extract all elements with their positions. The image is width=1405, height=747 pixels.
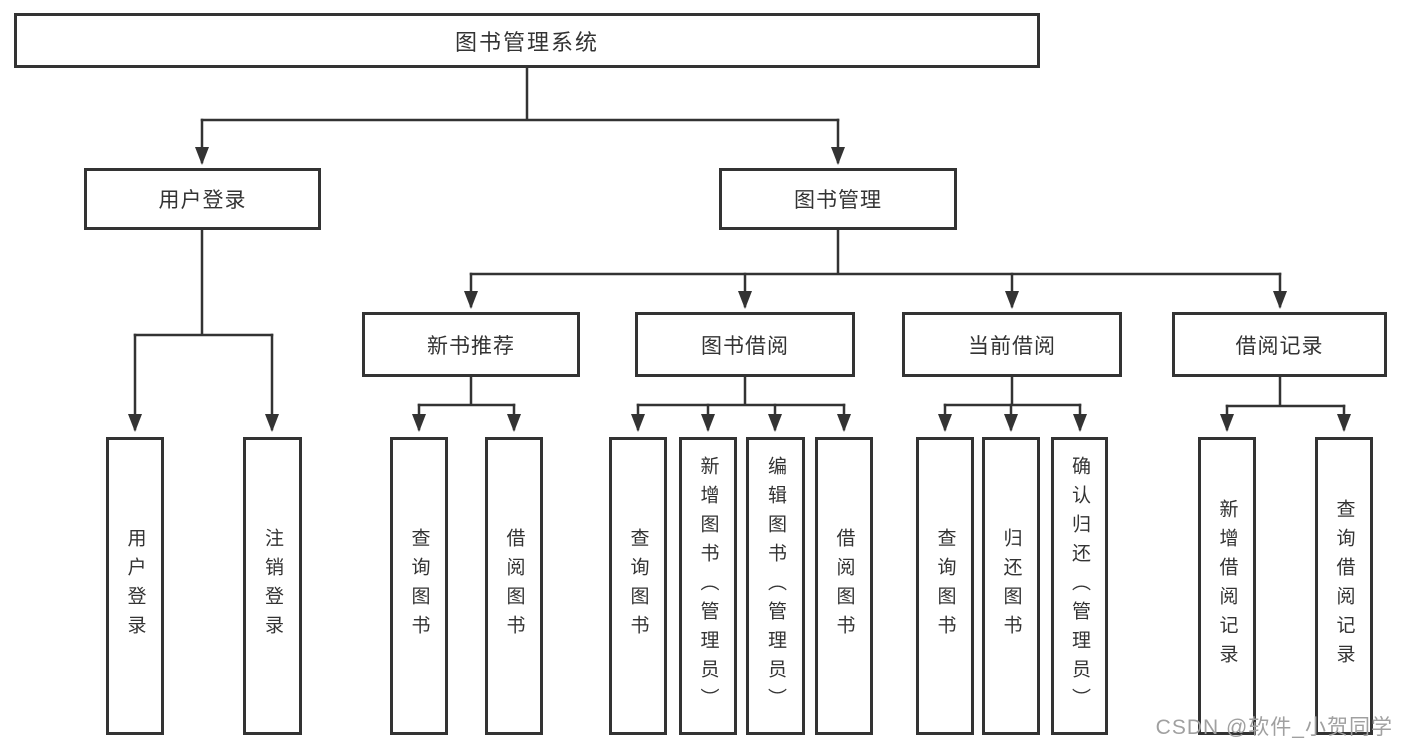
leaf-query-books-1-label: 查询图书 [408, 528, 430, 644]
leaf-logout-label: 注销登录 [262, 528, 283, 644]
leaf-borrow-books-2-label: 借阅图书 [833, 528, 855, 644]
connector-segments [133, 65, 1346, 408]
watermark: CSDN @软件_小贺同学 [1155, 716, 1393, 739]
leaf-confirm-return-admin: 确认归还（管理员） [1051, 437, 1108, 735]
leaf-borrow-books-2: 借阅图书 [815, 437, 873, 735]
node-library-system: 图书管理系统 [14, 13, 1040, 68]
leaf-query-borrow-record: 查询借阅记录 [1315, 437, 1373, 735]
node-borrow-records-label: 借阅记录 [1235, 334, 1324, 358]
leaf-logout: 注销登录 [243, 437, 302, 735]
node-book-borrow: 图书借阅 [635, 312, 855, 377]
leaf-add-borrow-record: 新增借阅记录 [1198, 437, 1256, 735]
leaf-query-books-2-label: 查询图书 [627, 528, 649, 644]
node-library-system-label: 图书管理系统 [454, 29, 599, 55]
node-book-borrow-label: 图书借阅 [701, 334, 789, 358]
leaf-return-book: 归还图书 [982, 437, 1040, 735]
leaf-query-books-3-label: 查询图书 [934, 528, 956, 644]
leaf-edit-book-admin-label: 编辑图书（管理员） [765, 455, 786, 717]
leaf-edit-book-admin: 编辑图书（管理员） [746, 437, 805, 735]
node-new-book-recommend: 新书推荐 [362, 312, 580, 377]
leaf-query-books-1: 查询图书 [390, 437, 448, 735]
node-current-borrow: 当前借阅 [902, 312, 1122, 377]
node-new-book-recommend-label: 新书推荐 [427, 334, 515, 358]
node-book-management-label: 图书管理 [794, 189, 882, 212]
leaf-add-book-admin-label: 新增图书（管理员） [697, 455, 719, 717]
leaf-query-books-2: 查询图书 [609, 437, 667, 735]
leaf-query-books-3: 查询图书 [916, 437, 974, 735]
node-user-login-label: 用户登录 [158, 189, 247, 212]
leaf-user-login: 用户登录 [106, 437, 164, 735]
leaf-add-book-admin: 新增图书（管理员） [679, 437, 737, 735]
node-current-borrow-label: 当前借阅 [968, 334, 1056, 358]
leaf-borrow-books-1-label: 借阅图书 [503, 528, 525, 644]
leaf-confirm-return-admin-label: 确认归还（管理员） [1069, 455, 1090, 717]
leaf-borrow-books-1: 借阅图书 [485, 437, 543, 735]
node-user-login: 用户登录 [84, 168, 321, 230]
leaf-return-book-label: 归还图书 [1000, 528, 1022, 644]
leaf-add-borrow-record-label: 新增借阅记录 [1216, 499, 1238, 673]
leaf-user-login-label: 用户登录 [124, 528, 146, 644]
node-borrow-records: 借阅记录 [1172, 312, 1387, 377]
node-book-management: 图书管理 [719, 168, 957, 230]
leaf-query-borrow-record-label: 查询借阅记录 [1333, 499, 1355, 673]
